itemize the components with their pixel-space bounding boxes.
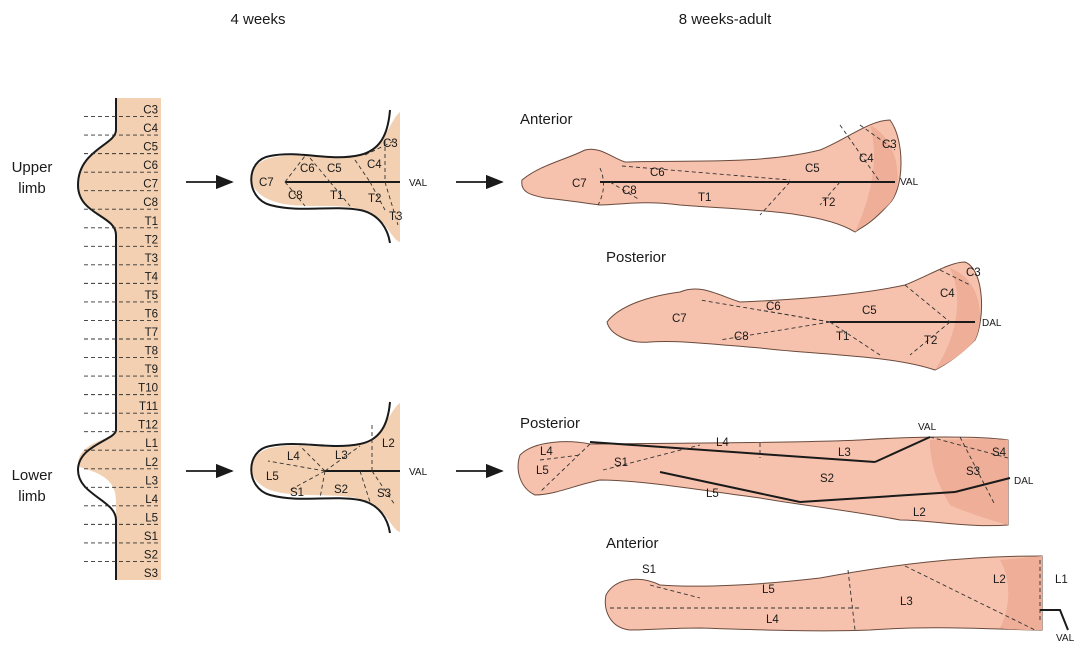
- seg-label: C4: [367, 159, 382, 171]
- column-segment-label: L2: [145, 457, 158, 469]
- seg-label: S2: [334, 484, 348, 496]
- seg-label: L2: [382, 438, 395, 450]
- column-segment-label: T10: [138, 383, 158, 395]
- lower-limb-bud: L2 L3 L4 L5 S1 S2 S3 VAL: [251, 402, 427, 533]
- arm-posterior-title: Posterior: [606, 249, 666, 266]
- seg-label: S4: [992, 447, 1007, 459]
- seg-label: L2: [913, 507, 926, 519]
- val-label: VAL: [409, 178, 428, 189]
- seg-label: S3: [377, 488, 391, 500]
- column-segment-label: T4: [145, 271, 159, 283]
- seg-label: L4: [287, 451, 300, 463]
- arm-anterior: Anterior C3 C4 C5 C6 C7 C8 T1 T2 VAL: [520, 111, 919, 232]
- column-segment-label: L3: [145, 475, 158, 487]
- seg-label: C7: [572, 178, 587, 190]
- seg-label: C7: [259, 177, 274, 189]
- dal-label: DAL: [982, 318, 1002, 329]
- column-segment-label: T1: [145, 216, 158, 228]
- seg-label: C8: [734, 331, 749, 343]
- leg-anterior: Anterior S1 L5 L4 L3 L2 L1 VAL: [605, 535, 1074, 644]
- seg-label: C5: [327, 163, 342, 175]
- seg-label: L3: [838, 447, 851, 459]
- val-label: VAL: [900, 177, 919, 188]
- column-segment-label: T3: [145, 253, 158, 265]
- seg-label: C6: [650, 167, 665, 179]
- column-segment-label: T9: [145, 364, 158, 376]
- column-segment-label: T6: [145, 308, 158, 320]
- seg-label: C5: [805, 163, 820, 175]
- header-4-weeks: 4 weeks: [230, 11, 285, 28]
- column-segment-label: T12: [138, 420, 158, 432]
- column-segment-label: C5: [143, 142, 158, 154]
- val-label: VAL: [918, 422, 937, 433]
- upper-limb-bud: C6 C5 C4 C3 C7 C8 T1 T2 T3 VAL: [251, 110, 427, 243]
- seg-label: S3: [966, 466, 980, 478]
- column-segment-label: T7: [145, 327, 158, 339]
- arm-anterior-title: Anterior: [520, 111, 573, 128]
- seg-label: C5: [862, 305, 877, 317]
- column-segment-label: S2: [144, 549, 158, 561]
- column-segment-label: C6: [143, 160, 158, 172]
- seg-label: T2: [368, 193, 381, 205]
- seg-label: L1: [1055, 574, 1068, 586]
- seg-label: C4: [859, 153, 874, 165]
- lower-limb-label-1: Lower: [12, 467, 53, 484]
- column-segment-label: L1: [145, 438, 158, 450]
- column-segment-label: L5: [145, 512, 158, 524]
- seg-label: T1: [330, 190, 343, 202]
- dal-label: DAL: [1014, 476, 1034, 487]
- column-segment-label: C4: [143, 123, 158, 135]
- seg-label: C8: [288, 190, 303, 202]
- seg-label: L5: [536, 465, 549, 477]
- seg-label: L3: [335, 450, 348, 462]
- seg-label: S1: [290, 487, 304, 499]
- val-label: VAL: [409, 467, 428, 478]
- seg-label: C3: [882, 139, 897, 151]
- seg-label: S1: [614, 457, 628, 469]
- column-segment-label: L4: [145, 494, 158, 506]
- seg-label: L5: [706, 488, 719, 500]
- seg-label: T2: [822, 197, 835, 209]
- seg-label: C7: [672, 313, 687, 325]
- seg-label: C3: [383, 138, 398, 150]
- seg-label: C6: [766, 301, 781, 313]
- seg-label: T1: [836, 331, 849, 343]
- seg-label: S2: [820, 473, 834, 485]
- column-segment-label: T11: [139, 401, 158, 413]
- seg-label: T1: [698, 192, 711, 204]
- seg-label: L5: [266, 471, 279, 483]
- seg-label: T2: [924, 335, 937, 347]
- embryo-column: C3C4C5C6C7C8T1T2T3T4T5T6T7T8T9T10T11T12L…: [78, 98, 161, 580]
- seg-label: L4: [716, 437, 729, 449]
- column-segment-label: S1: [144, 531, 158, 543]
- leg-posterior-title: Posterior: [520, 415, 580, 432]
- val-label: VAL: [1056, 633, 1075, 644]
- seg-label: C6: [300, 163, 315, 175]
- lower-limb-label-2: limb: [18, 488, 46, 505]
- header-8-weeks-adult: 8 weeks-adult: [679, 11, 772, 28]
- seg-label: C3: [966, 267, 981, 279]
- seg-label: T3: [389, 211, 402, 223]
- upper-limb-label-1: Upper: [12, 159, 53, 176]
- column-segment-label: C7: [143, 179, 158, 191]
- column-segment-label: T5: [145, 290, 158, 302]
- seg-label: L3: [900, 596, 913, 608]
- seg-label: C8: [622, 185, 637, 197]
- seg-label: L4: [540, 446, 553, 458]
- leg-anterior-title: Anterior: [606, 535, 659, 552]
- seg-label: L2: [993, 574, 1006, 586]
- seg-label: L5: [762, 584, 775, 596]
- column-segment-label: C3: [143, 105, 158, 117]
- arm-posterior: Posterior C3 C4 C5 C6 C7 C8 T1 T2 DAL: [606, 249, 1002, 370]
- seg-label: C4: [940, 288, 955, 300]
- seg-label: L4: [766, 614, 779, 626]
- upper-limb-label-2: limb: [18, 180, 46, 197]
- column-segment-label: S3: [144, 568, 158, 580]
- column-segment-label: C8: [143, 197, 158, 209]
- column-segment-label: T2: [145, 234, 158, 246]
- leg-posterior: Posterior L4 L5 S1 L4 L3 S4 S3 S2 L5 L2 …: [518, 415, 1034, 526]
- seg-label: S1: [642, 564, 656, 576]
- column-segment-label: T8: [145, 346, 158, 358]
